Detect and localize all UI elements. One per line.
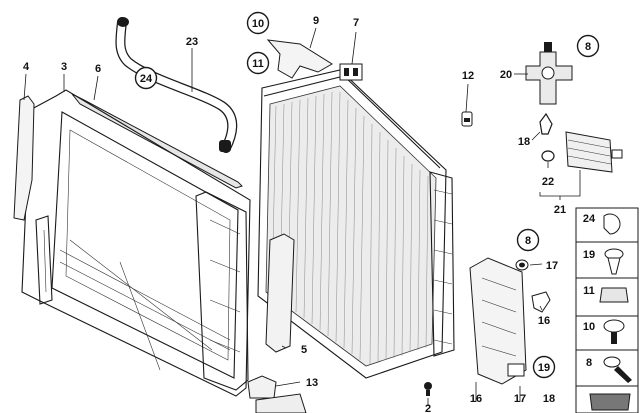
part-number-11: 11 <box>252 58 264 70</box>
hose-clip-18 <box>539 112 553 135</box>
seal-strip-6 <box>71 93 243 189</box>
legend-label-11: 11 <box>583 285 595 297</box>
part-number-2: 2 <box>425 403 431 413</box>
pad-icon <box>589 393 631 411</box>
part-number-10: 10 <box>252 18 264 30</box>
legend-label-10: 10 <box>583 321 595 333</box>
part-number-18-top: 18 <box>518 136 530 148</box>
coolant-hose-23 <box>115 17 238 153</box>
legend-label-19: 19 <box>583 249 595 261</box>
part-number-16-mid: 16 <box>538 315 550 327</box>
legend-label-8: 8 <box>586 357 592 369</box>
radiator-support-frame-3 <box>21 89 251 397</box>
circled-label-11: 11 <box>246 51 270 75</box>
screw-2 <box>424 382 432 396</box>
thermostat-housing-20 <box>525 42 573 105</box>
part-number-22: 22 <box>542 176 554 188</box>
leader-lines <box>23 27 581 406</box>
expanding-rivet-icon <box>604 248 624 275</box>
grommet-17 <box>515 259 529 271</box>
part-number-7: 7 <box>353 17 359 29</box>
hardware-legend: 24 19 11 10 8 <box>575 207 639 413</box>
part-number-6: 6 <box>95 63 101 75</box>
part-number-9: 9 <box>313 15 319 27</box>
temperature-sensor-12 <box>461 111 473 127</box>
air-deflector-5 <box>265 233 295 353</box>
circled-label-19: 19 <box>532 355 556 379</box>
part-number-8-top: 8 <box>585 41 591 53</box>
part-number-13: 13 <box>306 377 318 389</box>
side-bracket-4 <box>13 95 35 221</box>
bracket-13 <box>247 375 307 413</box>
circled-label-8-top: 8 <box>576 34 600 58</box>
part-number-20: 20 <box>500 69 512 81</box>
o-ring-22 <box>541 150 555 162</box>
circled-label-24: 24 <box>134 66 158 90</box>
oil-cooler-21 <box>565 131 623 173</box>
part-number-16-bottom: 16 <box>470 393 482 405</box>
top-bracket-9 <box>266 39 333 79</box>
circled-label-8-mid: 8 <box>516 228 540 252</box>
part-number-19: 19 <box>538 362 550 374</box>
collar-screw-icon <box>603 319 625 344</box>
screw-icon <box>603 356 632 383</box>
part-number-23: 23 <box>186 36 198 48</box>
part-number-3: 3 <box>61 61 67 73</box>
part-number-18-bottom: 18 <box>543 393 555 405</box>
side-panel-16 <box>469 257 527 385</box>
part-number-12: 12 <box>462 70 474 82</box>
part-number-5: 5 <box>301 344 307 356</box>
radiator-core <box>257 69 455 379</box>
part-number-24: 24 <box>140 73 153 85</box>
part-number-4: 4 <box>23 61 30 73</box>
hose-clamp-icon <box>603 213 621 235</box>
part-number-17-mid: 17 <box>546 260 558 272</box>
part-number-17-bottom: 17 <box>514 393 526 405</box>
part-number-21: 21 <box>554 204 566 216</box>
mount-clip-16 <box>531 291 551 313</box>
clip-7 <box>339 63 363 81</box>
legend-label-24: 24 <box>583 213 596 225</box>
part-number-8-mid: 8 <box>525 235 531 247</box>
circled-label-10: 10 <box>246 11 270 35</box>
clip-nut-icon <box>599 287 629 303</box>
